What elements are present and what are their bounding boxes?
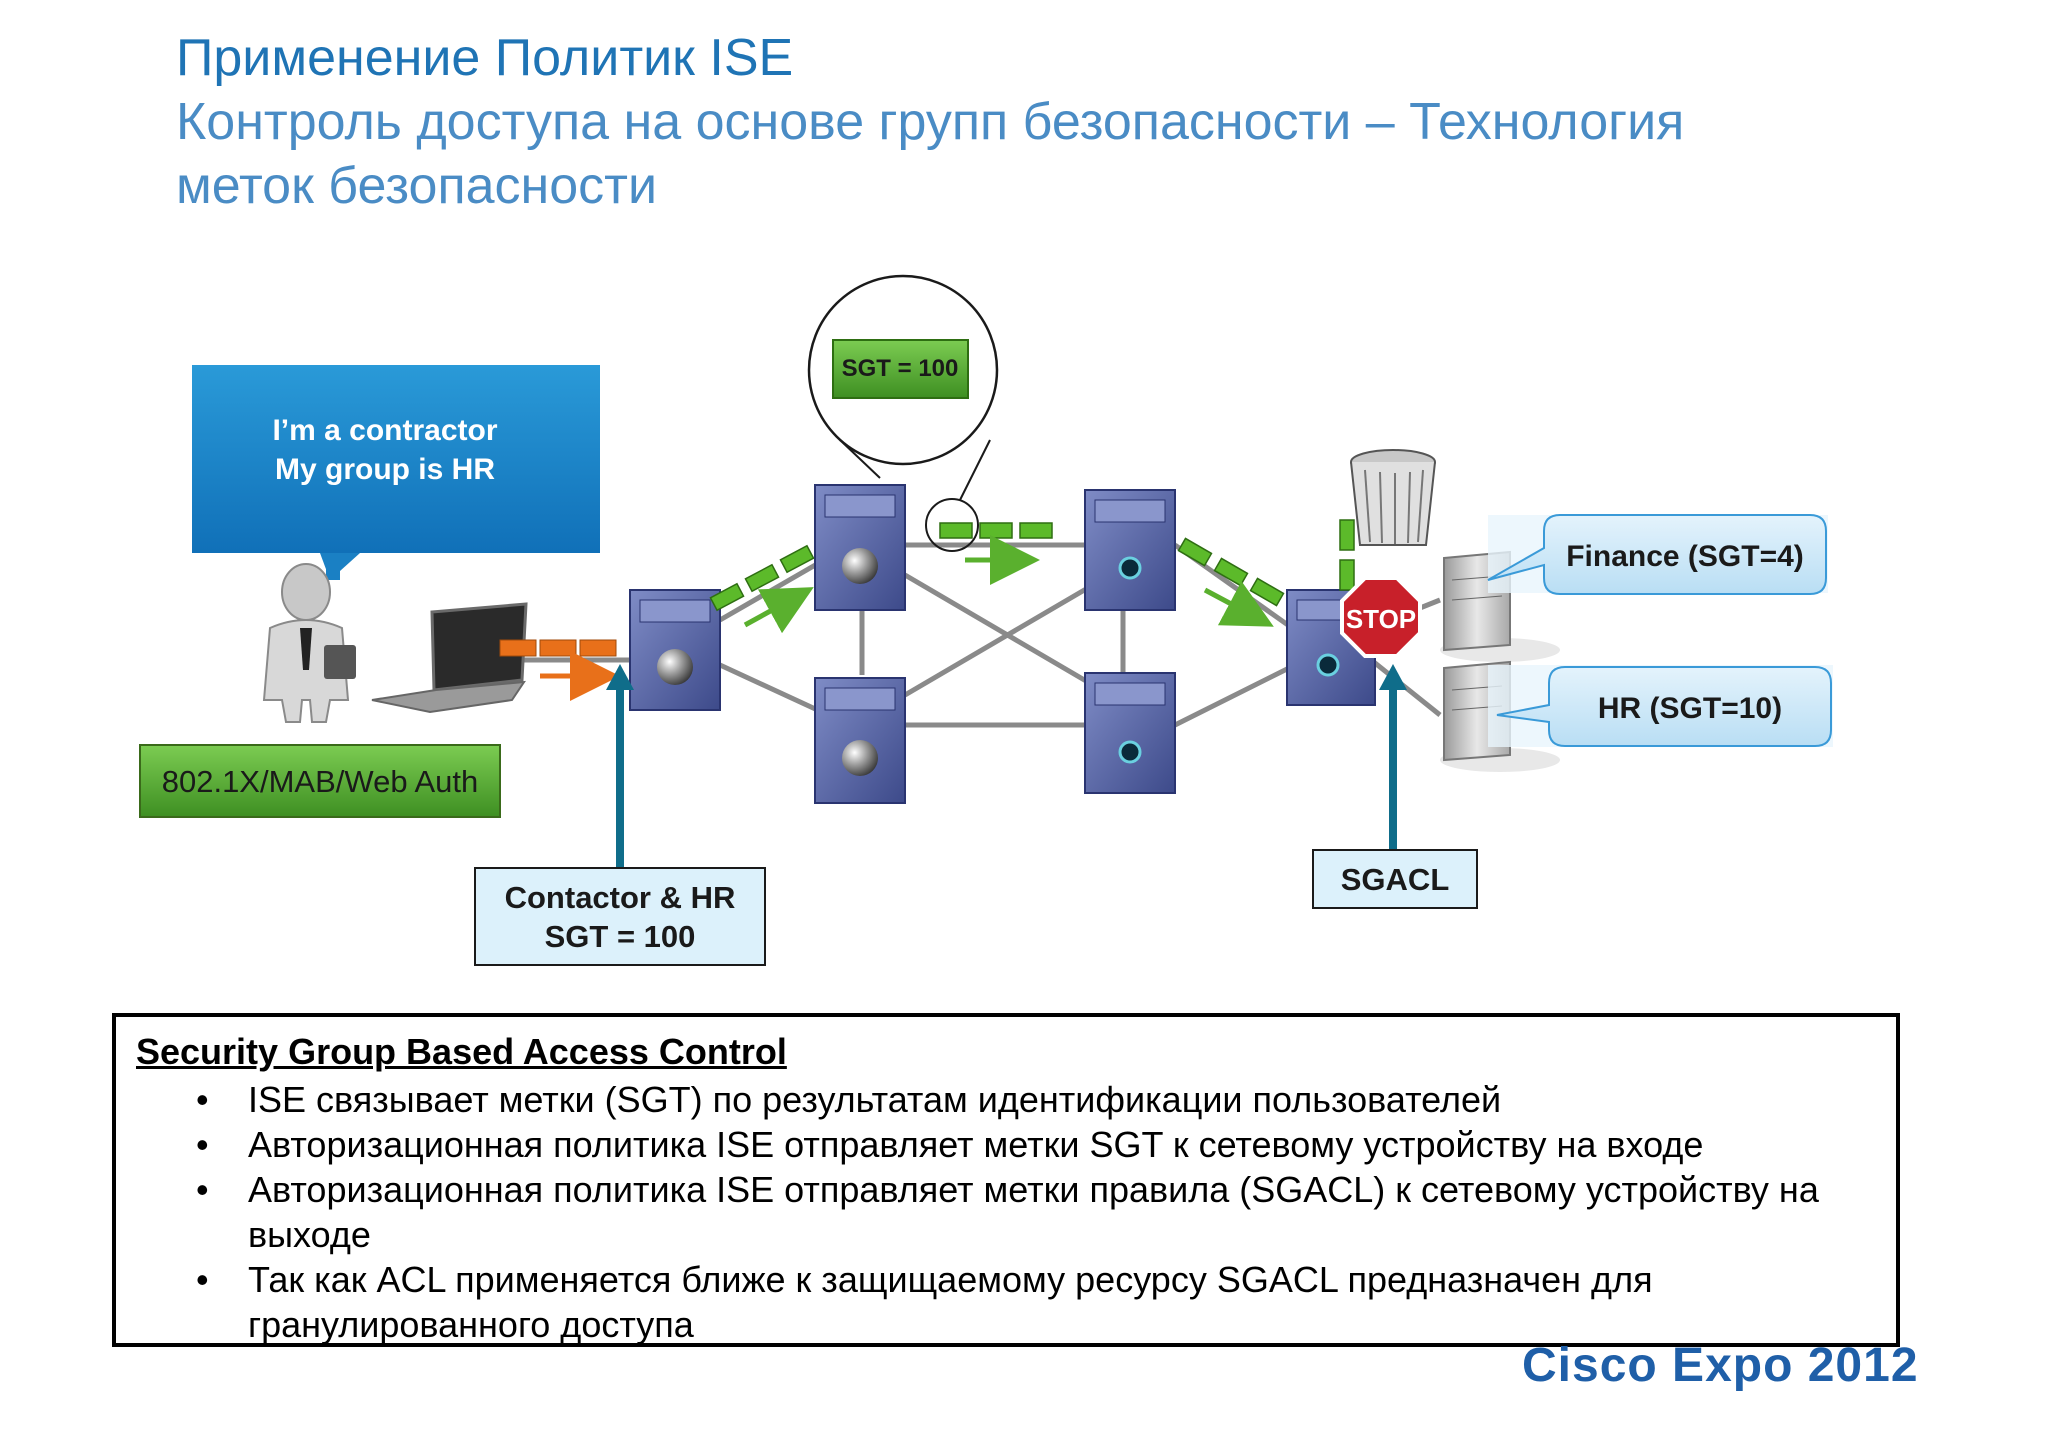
- contractor-sgt-box: Contactor & HR SGT = 100: [474, 664, 766, 966]
- network-diagram: I’m a contractor My group is HR 802.1X/M…: [139, 274, 1833, 966]
- orange-packets: [499, 639, 620, 701]
- finance-label: Finance (SGT=4): [1566, 540, 1804, 573]
- slide-subtitle: Контроль доступа на основе групп безопас…: [176, 93, 1685, 215]
- hr-callout: HR (SGT=10): [1488, 665, 1833, 747]
- contractor-box-line-1: Contactor & HR: [505, 880, 736, 915]
- summary-bullet: Авторизационная политика ISE отправляет …: [196, 1122, 1876, 1167]
- summary-box: Security Group Based Access Control ISE …: [112, 1013, 1900, 1347]
- speech-line-1: I’m a contractor: [272, 414, 497, 447]
- trash-can-icon: [1350, 449, 1436, 546]
- finance-callout: Finance (SGT=4): [1487, 514, 1828, 595]
- green-packets: [709, 519, 1355, 612]
- stop-sign-icon: STOP: [1340, 576, 1422, 658]
- contractor-box-line-2: SGT = 100: [545, 919, 696, 954]
- summary-heading: Security Group Based Access Control: [136, 1031, 787, 1072]
- stop-label: STOP: [1346, 604, 1416, 634]
- sgacl-label: SGACL: [1341, 862, 1450, 897]
- laptop-icon: [371, 602, 528, 714]
- footer-logo-text: Cisco Expo 2012: [1522, 1339, 1919, 1392]
- switch-dist-top: [1084, 489, 1176, 611]
- summary-bullet: Авторизационная политика ISE отправляет …: [196, 1167, 1876, 1257]
- person-icon: [262, 563, 356, 723]
- green-arrows: [743, 535, 1274, 634]
- speech-line-2: My group is HR: [275, 453, 495, 486]
- summary-bullets: ISE связывает метки (SGT) по результатам…: [136, 1077, 1876, 1347]
- slide-title: Применение Политик ISE: [176, 29, 794, 87]
- summary-bullet: Так как ACL применяется ближе к защищаем…: [196, 1257, 1876, 1347]
- switch-dist-bottom: [1084, 672, 1176, 794]
- switch-core-top: [814, 484, 906, 611]
- sgacl-box: SGACL: [1312, 664, 1478, 909]
- hr-label: HR (SGT=10): [1598, 692, 1782, 725]
- switch-core-bottom: [814, 677, 906, 804]
- sgt-zoom-label: SGT = 100: [842, 355, 959, 382]
- auth-label: 802.1X/MAB/Web Auth: [139, 744, 501, 818]
- summary-bullet: ISE связывает метки (SGT) по результатам…: [196, 1077, 1876, 1122]
- speech-bubble: I’m a contractor My group is HR: [192, 365, 600, 592]
- zoom-callout: SGT = 100: [807, 274, 999, 552]
- svg-text:802.1X/MAB/Web Auth: 802.1X/MAB/Web Auth: [162, 764, 479, 799]
- switch-ingress: [629, 589, 721, 711]
